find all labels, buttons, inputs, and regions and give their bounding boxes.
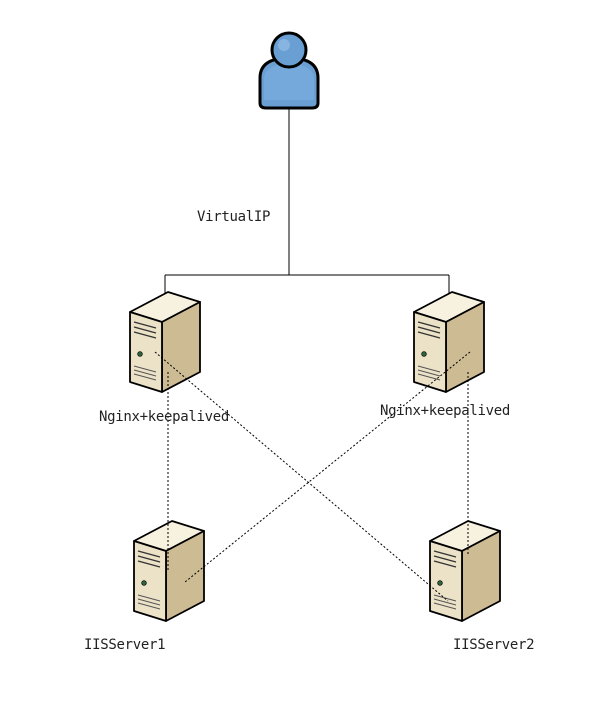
iis-server-2-label: IISServer2 [453, 637, 535, 653]
virtual-ip-links [164, 108, 450, 295]
nginx-right-label: Nginx+keepalived [380, 403, 511, 419]
right-nginx-to-iis1-link [184, 351, 471, 583]
iis-server-1-label: IISServer1 [84, 637, 166, 653]
nginx-left-label: Nginx+keepalived [99, 409, 230, 425]
iis-server-2-icon [429, 520, 501, 622]
left-nginx-to-iis2-link [154, 351, 449, 602]
virtual-ip-label: VirtualIP [197, 209, 271, 225]
backend-links [154, 351, 471, 602]
nginx-left-server-icon [129, 291, 201, 393]
nginx-right-server-icon [413, 291, 485, 393]
iis-server-1-icon [133, 520, 205, 622]
user-icon [258, 31, 320, 110]
